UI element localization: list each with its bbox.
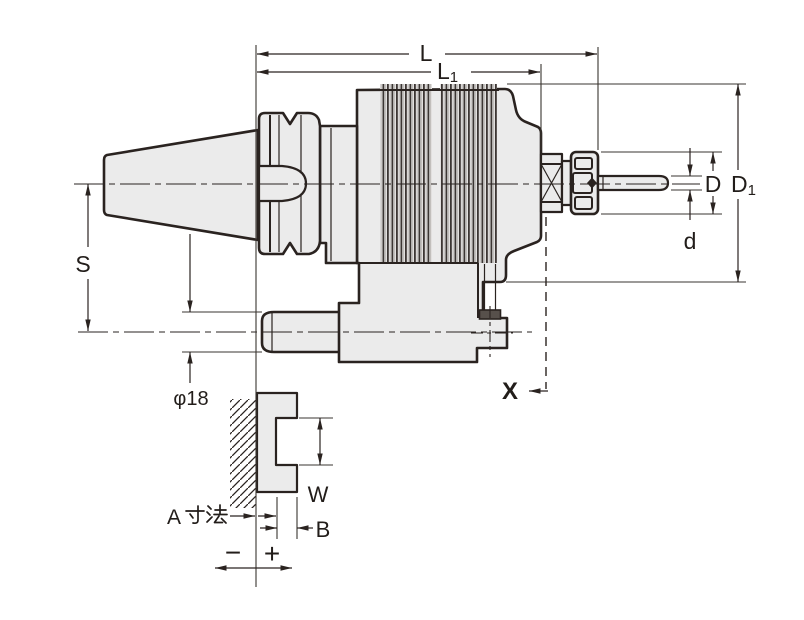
machine-face-hatch xyxy=(230,399,256,508)
label-B: B xyxy=(316,517,331,542)
kanji-hou xyxy=(206,504,228,524)
label-phi18: φ18 xyxy=(173,388,208,410)
label-minus: − xyxy=(225,537,241,568)
label-d: d xyxy=(684,228,697,254)
label-W: W xyxy=(308,482,329,507)
collet-nut xyxy=(569,150,600,216)
label-X: X xyxy=(502,378,518,405)
stop-block-detail xyxy=(255,391,299,494)
label-plus: + xyxy=(264,538,280,569)
spindle-bearing xyxy=(539,152,573,214)
taper-shank xyxy=(102,128,260,242)
kanji-sun xyxy=(185,505,205,525)
test-bar xyxy=(596,174,670,192)
label-L1: L1 xyxy=(437,58,458,86)
label-A-letter: A xyxy=(167,506,181,529)
label-D: D xyxy=(705,171,722,197)
label-D1: D1 xyxy=(731,171,756,199)
nut-index-dot xyxy=(587,177,597,189)
stop-pin-block-centerlines xyxy=(471,306,513,357)
label-L: L xyxy=(420,40,433,66)
label-A-dimension: A xyxy=(167,504,228,529)
neck xyxy=(318,124,359,265)
cooling-fins xyxy=(378,84,499,263)
label-S: S xyxy=(75,251,90,277)
view-X-arrow xyxy=(529,217,548,394)
